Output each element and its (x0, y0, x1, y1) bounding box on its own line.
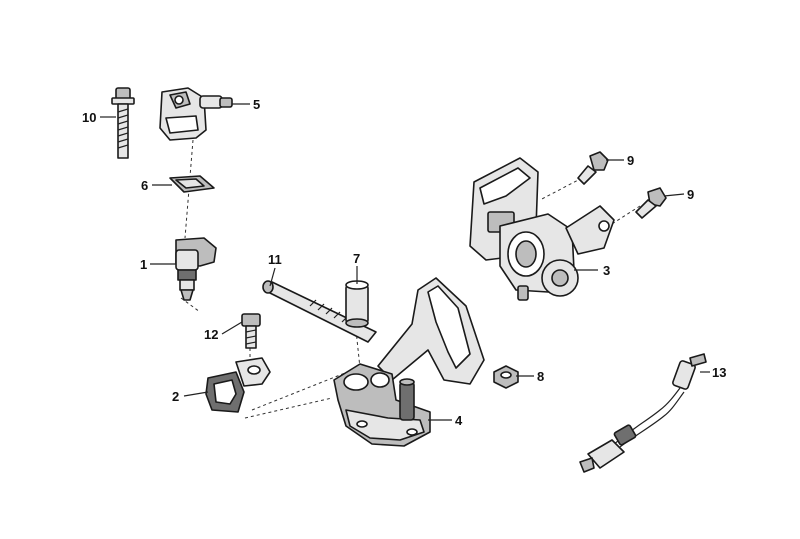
part-5-injector-holder (159, 87, 233, 141)
part-12-short-bolt (241, 313, 261, 349)
part-3-throttle-body (469, 157, 615, 301)
part-1-fuel-injector (175, 237, 217, 301)
callout-6: 6 (141, 178, 148, 193)
part-8-nut (493, 365, 519, 389)
callout-10: 10 (82, 110, 96, 125)
callout-labels: 1 2 3 4 5 6 7 8 9 9 10 11 12 13 (82, 97, 726, 428)
leader-lines (100, 103, 710, 421)
callout-4: 4 (455, 413, 463, 428)
callout-3: 3 (603, 263, 610, 278)
part-6-retaining-clip (169, 175, 215, 193)
callout-11: 11 (268, 252, 282, 267)
part-4-intake-manifold (333, 277, 485, 447)
part-7-sleeve (345, 280, 369, 328)
callout-12: 12 (204, 327, 218, 342)
part-2-hose-clamp (205, 357, 271, 413)
callout-9-lower: 9 (687, 187, 694, 202)
part-9-bolt-lower (635, 187, 667, 219)
part-10-long-bolt (111, 87, 135, 159)
callout-5: 5 (253, 97, 260, 112)
callout-13: 13 (712, 365, 726, 380)
callout-9-upper: 9 (627, 153, 634, 168)
callout-7: 7 (353, 251, 360, 266)
callout-8: 8 (537, 369, 544, 384)
part-13-sensor (579, 353, 707, 473)
part-9-bolt-upper (577, 151, 609, 185)
callout-1: 1 (140, 257, 147, 272)
callout-2: 2 (172, 389, 179, 404)
